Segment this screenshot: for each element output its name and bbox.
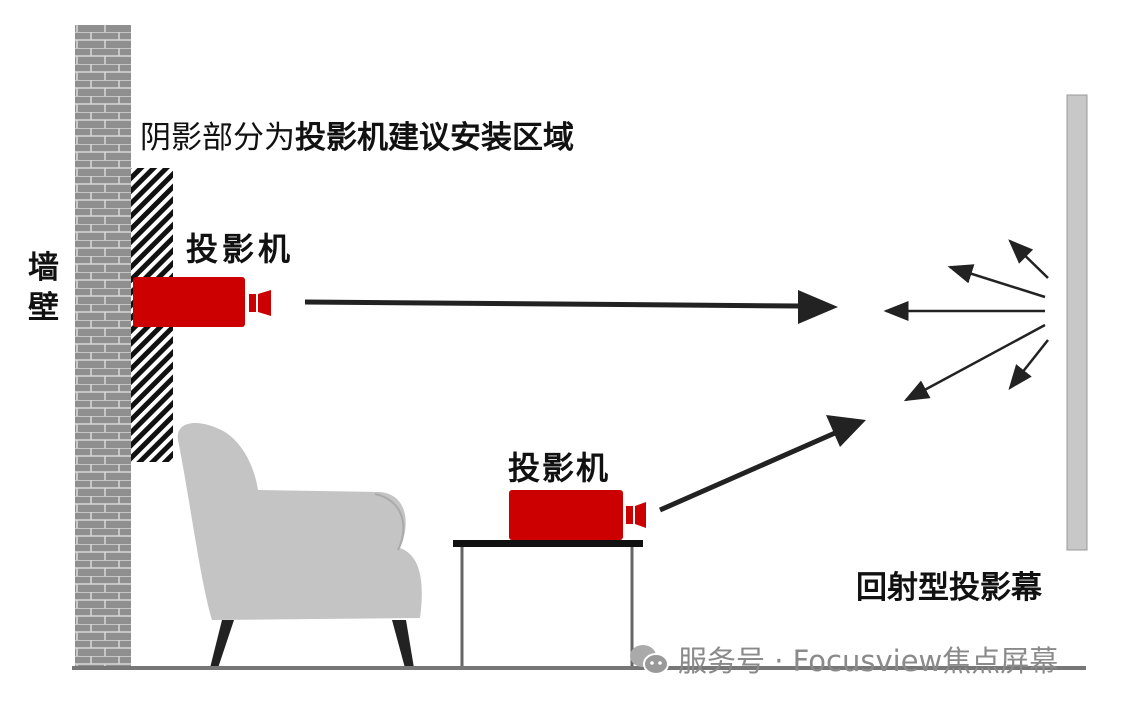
- reflection-rays: [883, 239, 1049, 402]
- projector-wall-mounted: [133, 277, 271, 327]
- projection-beam-top: [304, 299, 801, 309]
- floor-line: [72, 666, 1086, 670]
- diagram-heading: 阴影部分为投影机建议安装区域: [140, 112, 574, 157]
- projector-table-mounted: [509, 490, 646, 540]
- screen-label: 回射型投影幕: [856, 570, 1042, 606]
- wechat-icon: [630, 645, 669, 675]
- projection-beam-bottom: [658, 430, 837, 513]
- heading-regular: 阴影部分为: [140, 120, 295, 156]
- projector-bottom-label: 投影机: [508, 449, 611, 487]
- watermark: 服务号 · Focusview焦点屏幕: [628, 638, 1058, 680]
- projector-top-label: 投影机: [186, 230, 295, 268]
- armchair: [177, 422, 422, 668]
- projection-screen: [1066, 94, 1088, 551]
- wall-label: 墙壁: [28, 250, 59, 326]
- arrow-head-icon: [798, 290, 838, 324]
- watermark-text: 服务号 · Focusview焦点屏幕: [678, 644, 1059, 678]
- heading-bold: 投影机建议安装区域: [295, 120, 574, 156]
- brick-wall: [75, 25, 131, 668]
- arrow-head-icon: [826, 415, 866, 447]
- side-table: [453, 540, 643, 668]
